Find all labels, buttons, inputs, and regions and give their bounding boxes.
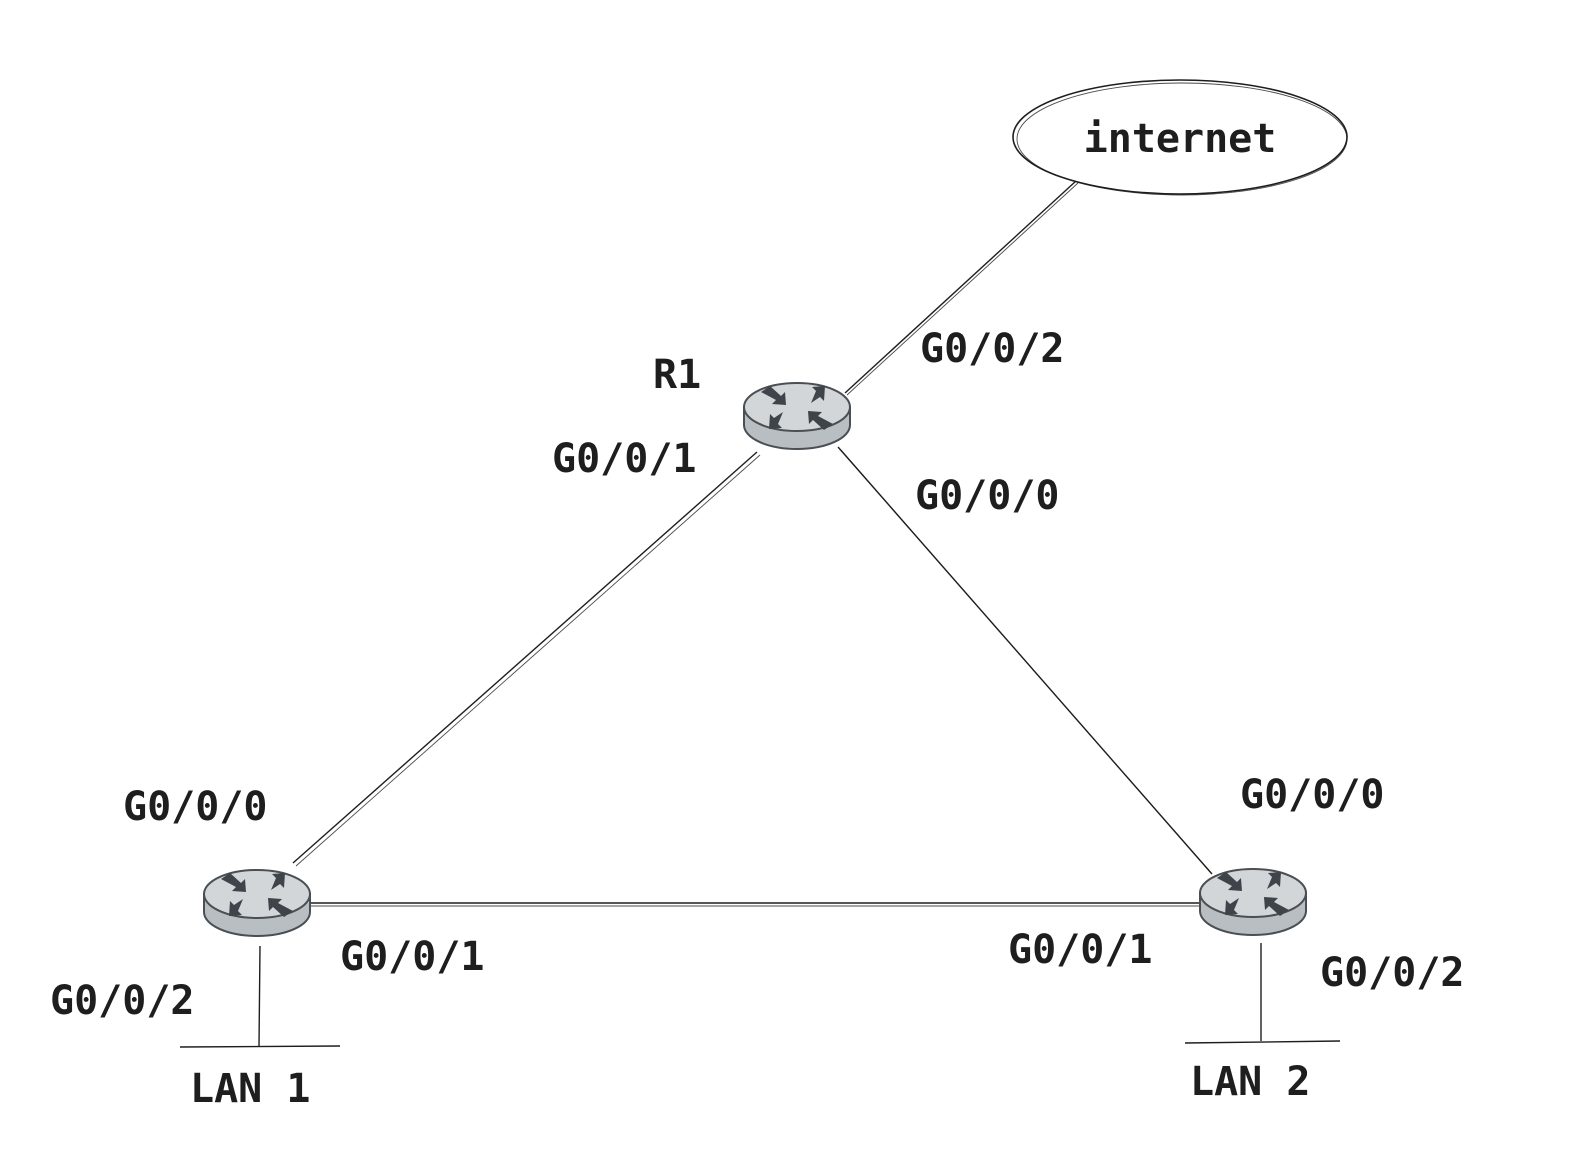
lan2-bus xyxy=(1184,1040,1341,1044)
link-left-router-lan1 xyxy=(258,945,261,1047)
router-right xyxy=(1199,868,1307,936)
internet-cloud: internet xyxy=(1012,79,1348,196)
router-icon xyxy=(1199,868,1307,936)
left-router-lan-interface-label: G0/0/2 xyxy=(50,978,195,1024)
router-r1 xyxy=(743,382,851,450)
right-router-left-interface-label: G0/0/1 xyxy=(1008,927,1153,973)
r1-left-interface-label: G0/0/1 xyxy=(552,436,697,482)
lan1-label: LAN 1 xyxy=(190,1066,310,1112)
lan2-label: LAN 2 xyxy=(1190,1059,1310,1105)
link-left-right-router xyxy=(311,902,1201,907)
link-r1-right-router xyxy=(837,446,1213,875)
router-left xyxy=(203,869,311,937)
router-r1-name: R1 xyxy=(653,352,701,398)
internet-label: internet xyxy=(1084,116,1277,162)
lan1-bus xyxy=(179,1045,341,1048)
router-icon xyxy=(203,869,311,937)
link-r1-internet xyxy=(844,180,1079,396)
r1-internet-interface-label: G0/0/2 xyxy=(920,326,1065,372)
left-router-right-interface-label: G0/0/1 xyxy=(340,934,485,980)
right-router-r1-interface-label: G0/0/0 xyxy=(1240,772,1385,818)
left-router-r1-interface-label: G0/0/0 xyxy=(123,784,268,830)
r1-right-interface-label: G0/0/0 xyxy=(915,473,1060,519)
right-router-lan-interface-label: G0/0/2 xyxy=(1320,950,1465,996)
link-r1-left-router xyxy=(292,451,761,867)
router-icon xyxy=(743,382,851,450)
